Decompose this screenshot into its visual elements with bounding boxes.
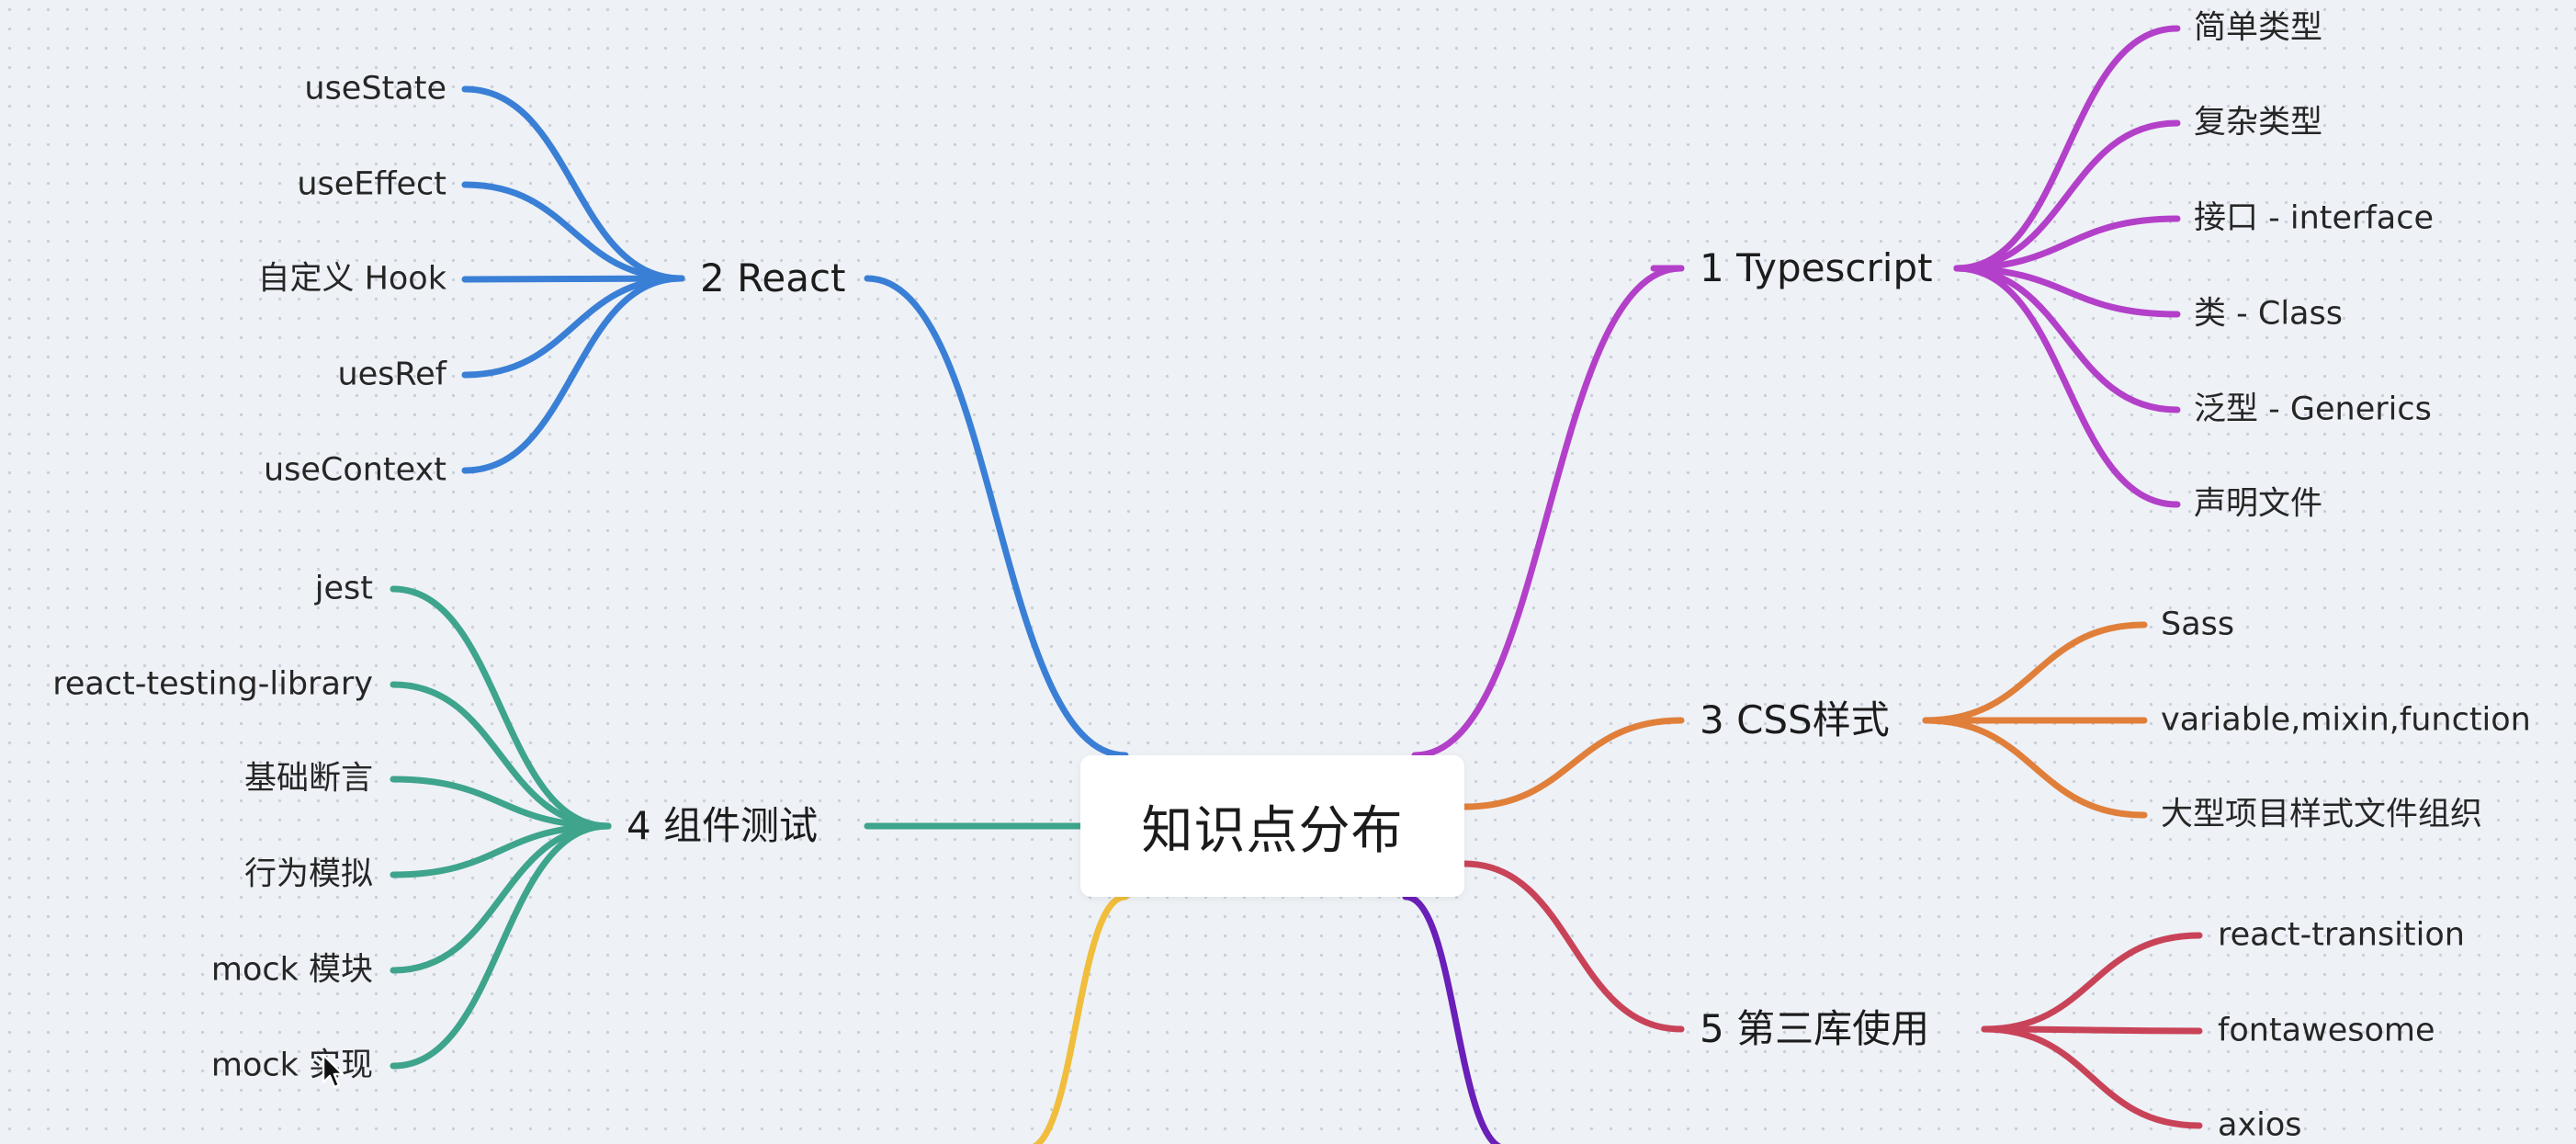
leaf-declaration-files[interactable]: 声明文件 <box>2194 485 2323 523</box>
mouse-pointer-icon <box>322 1053 345 1089</box>
topic-react[interactable]: 2 React <box>700 255 846 300</box>
central-topic[interactable]: 知识点分布 <box>1080 755 1464 897</box>
connector-typescript-leaf-1 <box>1953 119 2181 272</box>
topic-third-party-libs[interactable]: 5 第三库使用 <box>1700 1006 1930 1051</box>
leaf-react-transition[interactable]: react-transition <box>2218 916 2465 954</box>
leaf-mock-module[interactable]: mock 模块 <box>210 951 373 989</box>
leaf-react-testing-library[interactable]: react-testing-library <box>52 665 373 703</box>
connector-react-leaf-2 <box>461 275 685 283</box>
leaf-simple-types[interactable]: 简单类型 <box>2194 9 2323 47</box>
connector-center-thirdparty <box>1461 860 1685 1033</box>
leaf-style-organization[interactable]: 大型项目样式文件组织 <box>2161 796 2483 833</box>
connector-typescript-leaf-4 <box>1953 265 2181 413</box>
leaf-usecontext[interactable]: useContext <box>263 451 446 489</box>
leaf-custom-hook[interactable]: 自定义 Hook <box>257 260 446 298</box>
connector-typescript-leaf-2 <box>1953 215 2181 272</box>
connector-testing-leaf-4 <box>390 822 612 974</box>
leaf-class[interactable]: 类 - Class <box>2194 295 2343 333</box>
connector-center-css <box>1461 717 1685 810</box>
leaf-complex-types[interactable]: 复杂类型 <box>2194 104 2323 142</box>
leaf-variable-mixin[interactable]: variable,mixin,function <box>2161 701 2531 739</box>
leaf-jest[interactable]: jest <box>314 570 373 607</box>
connector-typescript-leaf-3 <box>1953 265 2181 318</box>
connector-typescript-leaf-0 <box>1953 25 2181 272</box>
connector-css-leaf-2 <box>1922 717 2148 819</box>
connector-react-leaf-3 <box>461 275 685 379</box>
connector-typescript-leaf-5 <box>1953 265 2181 508</box>
leaf-behavior-simulation[interactable]: 行为模拟 <box>243 855 373 893</box>
leaf-basic-assertions[interactable]: 基础断言 <box>243 760 373 798</box>
leaf-interface[interactable]: 接口 - interface <box>2194 199 2434 237</box>
connector-testing-leaf-5 <box>390 822 612 1070</box>
leaf-axios[interactable]: axios <box>2218 1106 2302 1144</box>
leaf-generics[interactable]: 泛型 - Generics <box>2194 391 2432 428</box>
connector-offscreen-branch-yellow <box>1032 893 1129 1144</box>
connector-react-leaf-1 <box>461 181 685 282</box>
connector-center-react <box>864 275 1129 759</box>
connector-thirdparty-leaf-2 <box>1981 1025 2203 1129</box>
connector-offscreen-branch-purple <box>1402 893 1502 1144</box>
connector-center-typescript <box>1411 265 1685 759</box>
topic-typescript[interactable]: 1 Typescript <box>1700 245 1933 290</box>
connector-testing-leaf-2 <box>390 776 612 830</box>
connector-testing-leaf-3 <box>390 822 612 878</box>
connector-react-leaf-4 <box>461 275 685 474</box>
connector-thirdparty-leaf-1 <box>1981 1025 2203 1035</box>
connector-thirdparty-leaf-0 <box>1981 932 2203 1033</box>
connector-testing-leaf-1 <box>390 681 612 830</box>
topic-css[interactable]: 3 CSS样式 <box>1700 697 1890 742</box>
connector-testing-leaf-0 <box>390 585 612 830</box>
leaf-mock-implementation[interactable]: mock 实现 <box>210 1047 373 1084</box>
leaf-fontawesome[interactable]: fontawesome <box>2218 1012 2435 1049</box>
leaf-useeffect[interactable]: useEffect <box>297 165 446 203</box>
leaf-sass[interactable]: Sass <box>2161 606 2235 643</box>
connector-react-leaf-0 <box>461 85 685 282</box>
connector-css-leaf-0 <box>1922 621 2148 724</box>
leaf-usestate[interactable]: useState <box>304 70 446 108</box>
leaf-uesref[interactable]: uesRef <box>337 356 446 393</box>
topic-component-testing[interactable]: 4 组件测试 <box>627 803 819 848</box>
central-topic-label: 知识点分布 <box>1141 800 1404 861</box>
